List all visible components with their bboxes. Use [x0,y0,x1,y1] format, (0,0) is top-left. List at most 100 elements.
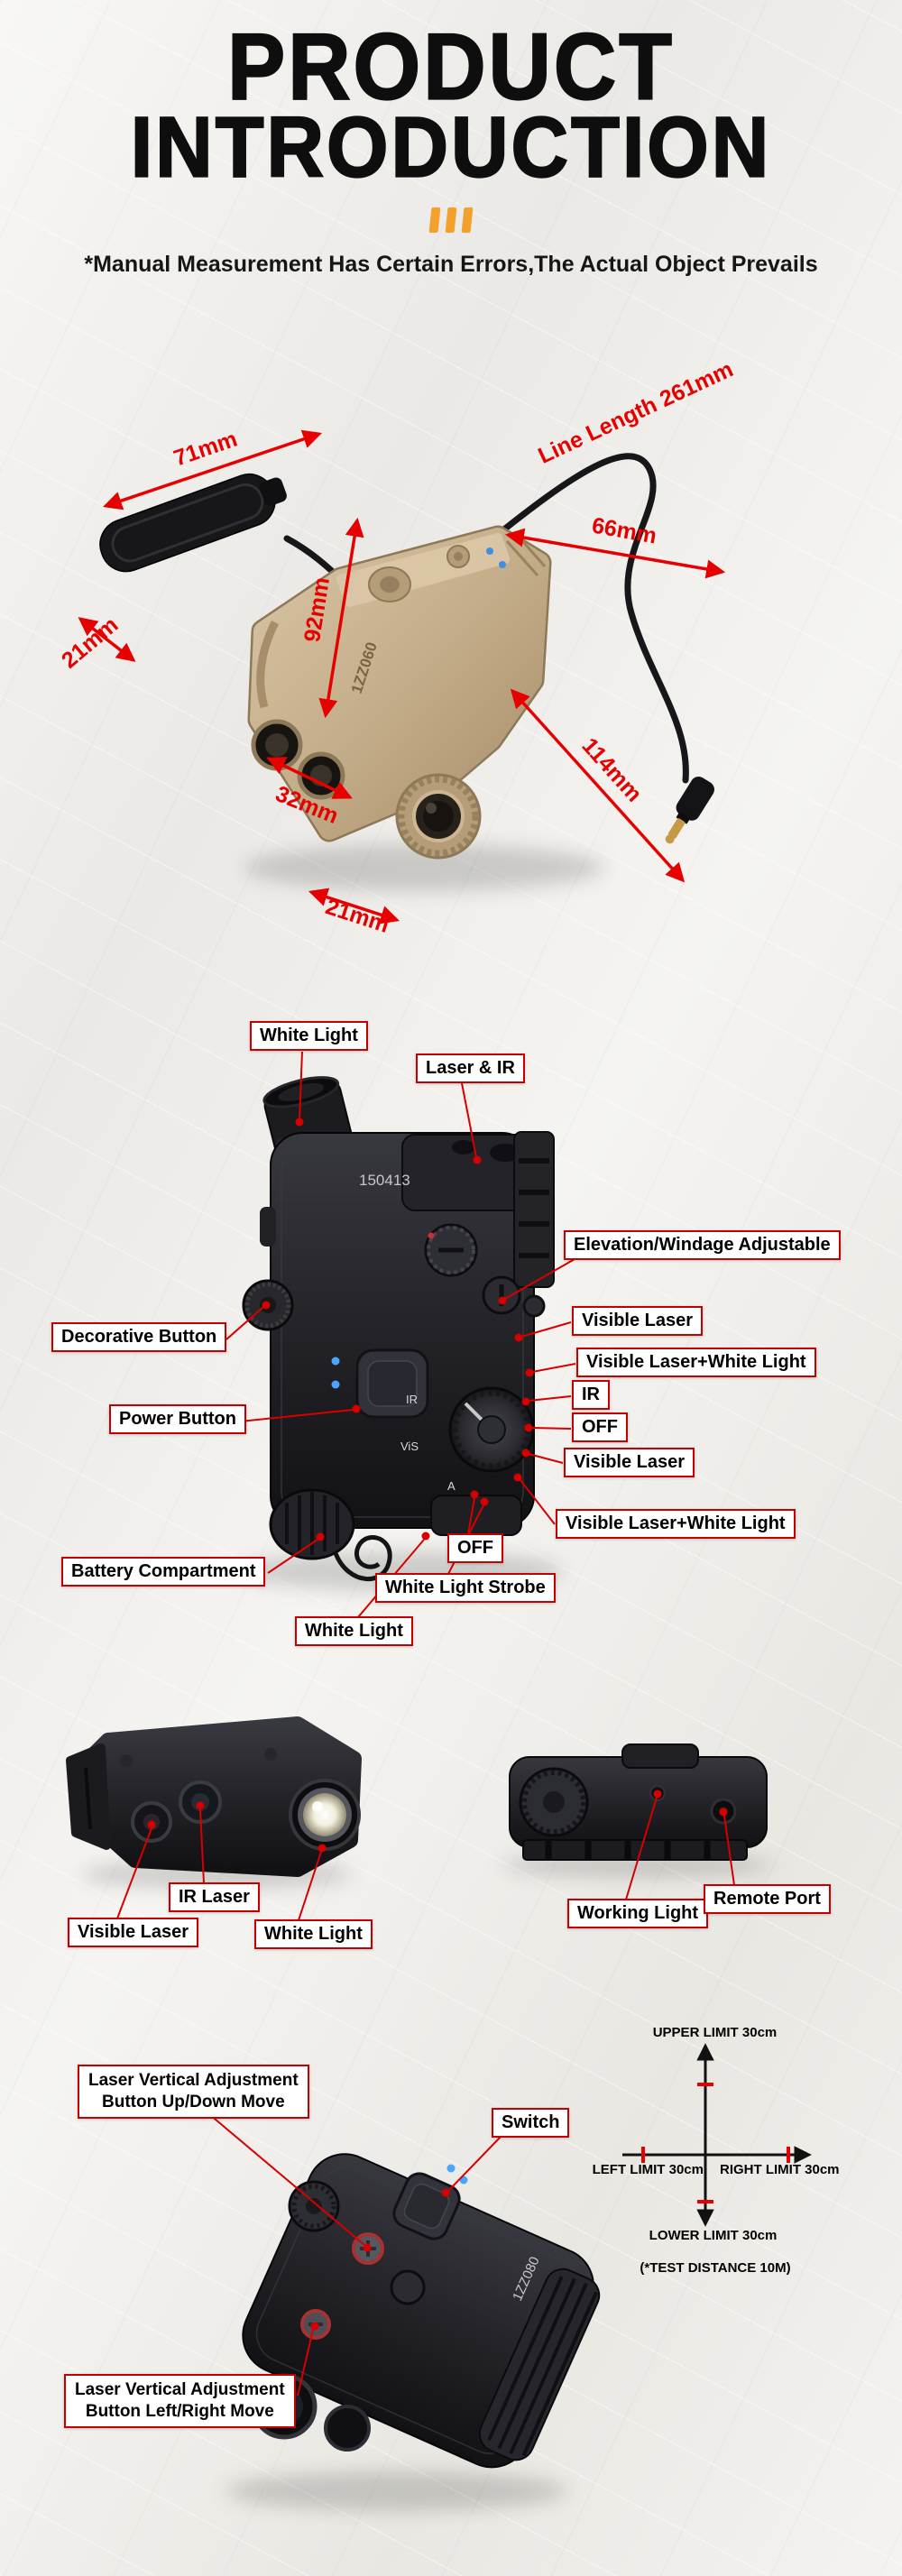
side-view-device-illustration [509,1743,768,1861]
dim-label-pad-width: 21mm [57,612,124,674]
adjustment-body-group [242,2153,601,2469]
callout-line-2: Button Left/Right Move [85,2401,274,2421]
top-knob [288,2180,340,2232]
led-indicator [331,1380,340,1389]
mode-selector-pointer [464,1402,493,1431]
top-button [446,545,470,568]
side-bump [260,1207,276,1247]
mode-marking-ir: IR [406,1393,418,1406]
decorative-dial-center [260,1297,276,1313]
rail-slots [519,1158,549,1258]
divider-bars-icon [0,207,902,237]
dim-label-lens-diameter: 21mm [322,894,392,939]
callout-laser-leftright: Laser Vertical Adjustment Button Left/Ri… [64,2374,296,2428]
leader-dots [147,1118,728,2331]
led-indicator [446,2164,456,2173]
tan-body-outline [247,525,552,842]
limit-diagram [622,2043,812,2227]
callout-white-light: White Light [254,1919,373,1949]
remote-port-pin [719,1807,728,1816]
turret-red-mark [428,1232,435,1239]
side-dial-knurl [521,1770,586,1835]
decorative-dial-knurl [244,1282,291,1329]
callout-line-2: Button Up/Down Move [102,2092,285,2111]
bottom-view-device-illustration [66,1716,362,1877]
side-dial-center [543,1791,565,1813]
mode-selector-cap [477,1415,506,1444]
white-light-bezel [289,1779,361,1851]
adjustment-serial-text: 1ZZ080 [510,2254,543,2303]
dimension-arrows [78,429,726,925]
front-lens-secondary [324,2405,371,2452]
switch-pad [392,2172,461,2240]
callout-visible-laser-white-b: Visible Laser+White Light [556,1509,796,1539]
callout-elevation-windage: Elevation/Windage Adjustable [564,1230,841,1260]
pressure-pad-illustration [99,474,287,573]
mid-turret [390,2269,426,2305]
top-knob-center [306,2198,322,2214]
led-indicator [459,2176,468,2185]
led-indicator [499,561,506,568]
white-light-lens [303,1793,346,1836]
callout-line-1: Laser Vertical Adjustment [88,2071,299,2090]
working-light-indicator [649,1784,667,1802]
side-strap [256,620,280,709]
callout-ir-laser: IR Laser [169,1882,260,1912]
battery-cap-ribs [285,1492,339,1555]
callout-laser-updown: Laser Vertical Adjustment Button Up/Down… [78,2065,309,2119]
mode-marking-vis: ViS [400,1440,419,1453]
rear-body-seam [281,1143,524,1518]
head-clamp [276,1138,352,1155]
rail-notches [545,1840,711,1860]
laser-aperture-1 [251,719,303,771]
dim-label-cable-length: Line Length 261mm [534,356,738,469]
top-button-center [454,552,463,561]
visible-laser-aperture [131,1801,172,1843]
ir-laser-glass [191,1793,209,1811]
white-light-glint [312,1801,323,1812]
adjustment-device-illustration: 1ZZ080 [242,2153,601,2469]
laser-housing [401,1134,529,1211]
test-distance-note: (*TEST DISTANCE 10M) [640,2260,791,2276]
body-screw [264,1748,277,1761]
callout-visible-laser-a: Visible Laser [572,1306,704,1336]
tan-top-face [336,533,510,607]
top-knob-knurl [291,2184,336,2229]
bottom-knob-lens-ring [412,790,465,842]
callout-laser-ir: Laser & IR [416,1053,525,1083]
callout-off-b: OFF [447,1533,503,1563]
mode-selector-knob [448,1386,535,1473]
dim-label-lens-gap: 32mm [272,781,342,830]
tan-end-ribs [505,535,547,577]
updown-adjust-screw [352,2232,384,2265]
disclaimer-text: *Manual Measurement Has Certain Errors,T… [84,251,818,277]
lower-limit-label: LOWER LIMIT 30cm [649,2228,778,2243]
right-limit-label: RIGHT LIMIT 30cm [720,2162,840,2177]
callout-line-1: Laser Vertical Adjustment [75,2380,285,2399]
bottom-knob-lens [423,801,454,832]
callout-visible-laser-b: Visible Laser [564,1448,695,1477]
tan-device-serial-text: 1ZZ060 [348,640,381,696]
power-pad [355,1348,429,1419]
dim-label-body-length: 114mm [576,732,648,807]
callout-white-light-bottom: White Light [295,1616,413,1646]
mount-slot [84,1767,92,1830]
remote-port-jack [710,1798,737,1825]
mode-selector-knurl [451,1389,532,1470]
callout-decorative-button: Decorative Button [51,1322,227,1352]
led-indicator [331,1357,340,1366]
top-ridge [621,1743,699,1769]
long-cable [488,453,689,784]
callout-off-a: OFF [572,1412,628,1442]
side-dial [519,1767,589,1837]
side-rail [513,1131,555,1288]
mode-marking-a: A [447,1479,456,1493]
rear-serial-text: 150413 [359,1172,410,1189]
elevation-turret [482,1275,521,1315]
decorative-dial [242,1279,294,1331]
callout-switch: Switch [492,2108,570,2138]
page-header: PRODUCT INTRODUCTION *Manual Measurement… [0,19,902,278]
side-view-body [509,1756,768,1848]
